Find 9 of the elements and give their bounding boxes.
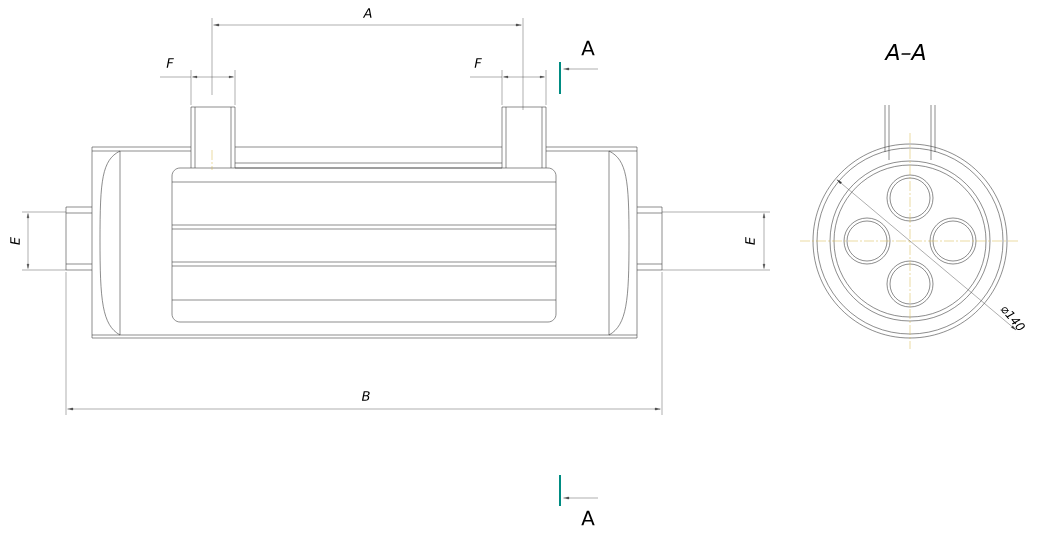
- section-title: A–A: [884, 44, 926, 60]
- dimension-label: E: [745, 236, 755, 245]
- dimension-label: A: [362, 8, 372, 18]
- dimension-label: F: [166, 58, 174, 68]
- section-letter: A: [581, 510, 595, 526]
- dimension-label: B: [361, 391, 370, 401]
- dimension-label: E: [10, 236, 20, 245]
- dimension-label: F: [474, 58, 482, 68]
- section-letter: A: [581, 40, 595, 56]
